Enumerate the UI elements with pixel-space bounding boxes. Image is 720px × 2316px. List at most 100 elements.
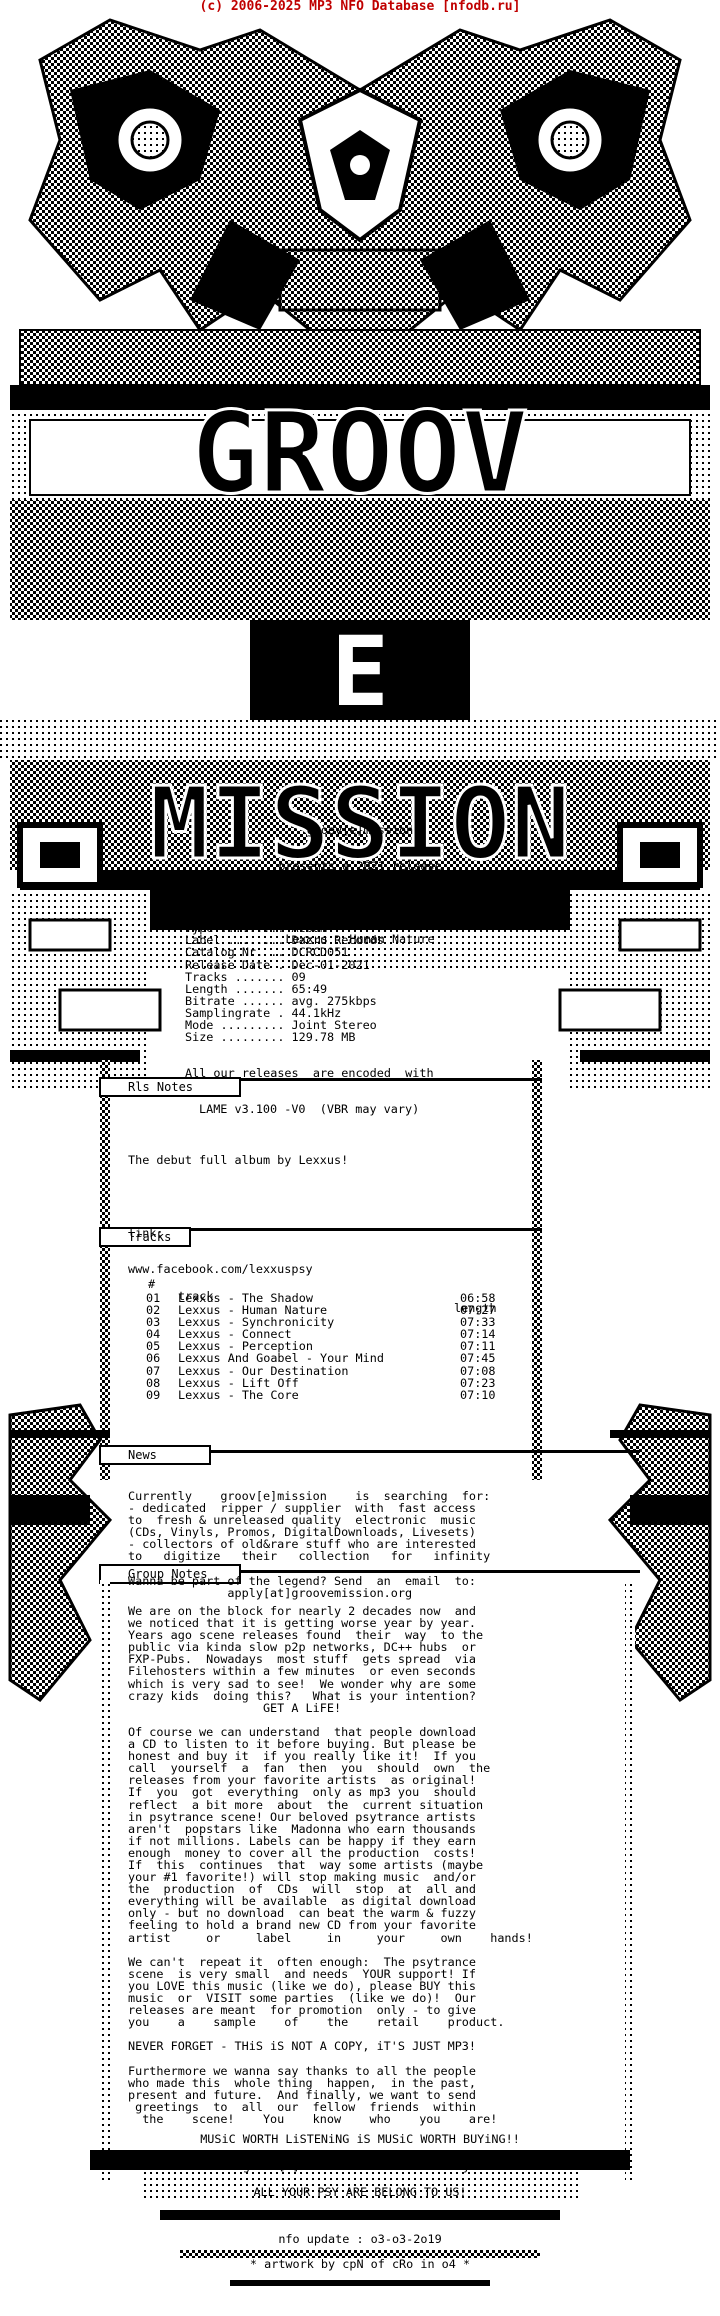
info-key: Type ......... xyxy=(185,921,285,936)
info-row: Samplingrate . 44.1kHz xyxy=(185,1007,545,1019)
track-length: 06:58 xyxy=(460,1291,496,1305)
text-line: Of course we can understand that people … xyxy=(128,1724,477,1739)
group-notes-body: We are on the block for nearly 2 decades… xyxy=(128,1605,628,2125)
info-row: Size ......... 129.78 MB xyxy=(185,1031,545,1043)
rls-notes-title: Rls Notes xyxy=(128,1080,194,1094)
track-number: 02 xyxy=(146,1303,161,1318)
group-notes-title: Group Notes xyxy=(128,1567,208,1581)
text-line: We can't repeat it often enough: The psy… xyxy=(128,1954,477,1969)
info-value: Lexxus xyxy=(291,885,335,899)
text-line: which is very sad to see! We wonder why … xyxy=(128,1676,477,1691)
info-key: Label ........ xyxy=(185,933,285,948)
track-number: 03 xyxy=(146,1315,161,1330)
info-key: Genre ........ xyxy=(185,897,285,912)
text-line: present and future. And finally, we want… xyxy=(128,2087,477,2102)
text-line: - dedicated ripper / supplier with fast … xyxy=(128,1501,477,1516)
info-key: Release Date . xyxy=(185,957,285,972)
info-row: Artist ....... Lexxus xyxy=(185,886,545,898)
track-title: Lexxus - The Core xyxy=(178,1387,299,1402)
text-line: - collectors of old&rare stuff who are i… xyxy=(128,1537,477,1552)
text-line: Years ago scene releases found their way… xyxy=(128,1628,484,1643)
track-title: Lexxus - Connect xyxy=(178,1327,292,1342)
info-row: Tracks ....... 09 xyxy=(185,971,545,983)
totem-mask xyxy=(10,18,710,410)
col-track: track xyxy=(178,1289,214,1304)
database-credit: (c) 2006-2025 MP3 NFO Database [nfodb.ru… xyxy=(199,0,521,14)
text-line: If you got everything only as mp3 you sh… xyxy=(128,1785,477,1800)
text-line xyxy=(128,2052,628,2064)
track-length: 07:08 xyxy=(460,1363,496,1378)
info-value: 65:49 xyxy=(291,981,328,996)
info-value: CDDA xyxy=(291,909,320,924)
track-number: 01 xyxy=(146,1291,161,1305)
track-length: 07:33 xyxy=(460,1315,496,1330)
text-line: call yourself a fan then you should own … xyxy=(128,1761,491,1776)
track-title: Lexxus - Synchronicity xyxy=(178,1315,335,1330)
footer-infinity: groov[e]mission 2ooo - infinity! xyxy=(242,2159,478,2173)
info-key: Tracks ....... xyxy=(185,969,285,984)
text-line: to fresh & unreleased quality electronic… xyxy=(128,1513,477,1528)
text-line: everything will be available as digital … xyxy=(128,1894,477,1909)
text-line: greetings to all our fellow friends with… xyxy=(128,2099,477,2114)
text-line: who made this whole thing happen, in the… xyxy=(128,2075,477,2090)
info-key: Size ......... xyxy=(185,1030,285,1045)
track-title: Lexxus - Human Nature xyxy=(178,1303,328,1318)
track-number: 06 xyxy=(146,1351,161,1366)
bottom-decor xyxy=(90,2150,630,2286)
info-row: Catalog Nr. .. DCRCD051 xyxy=(185,946,545,958)
text-line: GET A LiFE! xyxy=(128,1700,342,1715)
rls-notes-text: The debut full album by Lexxus! xyxy=(128,1153,349,1168)
info-row: Label ........ Dacru Records xyxy=(185,934,545,946)
text-line: if not millions. Labels can be happy if … xyxy=(128,1833,477,1848)
release-intro: groov[e]mission presents a 2021 release … xyxy=(110,800,610,957)
link-label: link: xyxy=(128,1225,164,1240)
track-length: 07:11 xyxy=(460,1339,496,1354)
text-line: Currently groov[e]mission is searching f… xyxy=(128,1489,491,1503)
tracks-title: Tracks xyxy=(128,1230,172,1244)
rls-notes-bar xyxy=(99,1077,241,1097)
tracks-bar xyxy=(99,1227,191,1247)
logo-line-2: E xyxy=(331,616,389,728)
track-number: 05 xyxy=(146,1339,161,1354)
info-row: Source ....... CDDA xyxy=(185,910,545,922)
logo-line-1: GROOV xyxy=(191,389,528,519)
news-title: News xyxy=(128,1448,157,1462)
text-line: public via kinda slow p2p networks, DC++… xyxy=(128,1640,477,1655)
text-line: crazy kids doing this? What is your inte… xyxy=(128,1688,477,1703)
info-value: Joint Stereo xyxy=(291,1018,377,1033)
text-line: honest and buy it if you really like it!… xyxy=(128,1749,477,1764)
track-length: 07:10 xyxy=(460,1387,496,1402)
text-line: music or VISIT some parties (like we do)… xyxy=(128,1991,477,2005)
col-num: # xyxy=(148,1277,156,1292)
info-key: Catalog Nr. .. xyxy=(185,945,285,960)
footer-update: nfo update : o3-o3-2o19 xyxy=(278,2232,442,2246)
presents-line: presents a 2021 release xyxy=(278,859,442,874)
info-key: Length ....... xyxy=(185,981,285,996)
release-name: Lexxus - Human Nature xyxy=(285,932,435,947)
facebook-link[interactable]: www.facebook.com/lexxuspsy xyxy=(128,1262,313,1277)
info-value: 09 xyxy=(291,969,306,984)
track-length: 07:45 xyxy=(460,1351,496,1366)
text-line: you a sample of the retail product. xyxy=(128,2015,505,2030)
group-name: groov[e]mission xyxy=(306,823,414,838)
info-value: Psychedelic xyxy=(291,897,370,912)
info-row: Mode ......... Joint Stereo xyxy=(185,1019,545,1031)
text-line: Wanna be part of the legend? Send an ema… xyxy=(128,1573,477,1588)
text-line: (CDs, Vinyls, Promos, DigitalDownloads, … xyxy=(128,1525,477,1540)
info-key: Samplingrate . xyxy=(185,1005,285,1020)
info-value: 44.1kHz xyxy=(291,1005,342,1020)
text-line: reflect a bit more about the current sit… xyxy=(128,1797,484,1812)
info-key: Artist ....... xyxy=(185,885,285,899)
info-key: Bitrate ...... xyxy=(185,993,285,1008)
info-row: Type ......... Album xyxy=(185,922,545,934)
col-length: length xyxy=(454,1301,497,1316)
